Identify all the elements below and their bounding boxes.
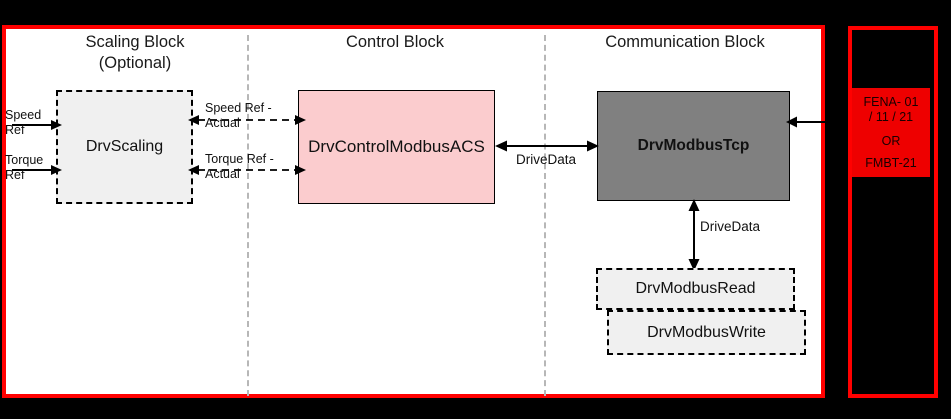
edge-label-torque-ref: Torque Ref bbox=[5, 153, 44, 182]
arrow-adapter-to-modbustcp bbox=[786, 115, 830, 129]
block-drvmodbustcp[interactable]: DrvModbusTcp bbox=[597, 91, 790, 201]
section-title-scaling-block: Scaling Block (Optional) bbox=[85, 33, 185, 72]
edge-label-speed-ref-actual: Speed Ref - Actual bbox=[205, 101, 272, 130]
block-drvmodbusread[interactable]: DrvModbusRead bbox=[596, 268, 795, 310]
arrow-torque-ref-input bbox=[12, 163, 64, 177]
arrow-speed-ref-input bbox=[12, 118, 64, 132]
section-divider-scaling-control bbox=[247, 35, 249, 396]
section-title-control-block: Control Block bbox=[345, 33, 445, 51]
section-divider-control-communication bbox=[544, 35, 546, 396]
block-drvscaling[interactable]: DrvScaling bbox=[56, 90, 193, 204]
section-title-communication-block: Communication Block bbox=[605, 33, 765, 51]
adapter-module-chip[interactable]: FENA- 01 / 11 / 21 OR FMBT-21 bbox=[852, 88, 930, 177]
arrow-drivedata-tcp-read bbox=[687, 199, 701, 271]
block-drvmodbuswrite[interactable]: DrvModbusWrite bbox=[607, 310, 806, 355]
adapter-line-1: FENA- 01 bbox=[863, 94, 919, 109]
arrow-speed-ref-actual bbox=[188, 113, 306, 127]
block-drvcontrolmodbusacs[interactable]: DrvControlModbusACS bbox=[298, 90, 495, 204]
edge-label-torque-ref-actual: Torque Ref - Actual bbox=[205, 152, 274, 181]
adapter-line-2: / 11 / 21 bbox=[868, 109, 914, 124]
adapter-line-3: FMBT-21 bbox=[865, 155, 917, 170]
edge-label-drivedata-horizontal: DriveData bbox=[515, 152, 577, 167]
adapter-or-label: OR bbox=[881, 133, 901, 148]
edge-label-speed-ref: Speed Ref bbox=[5, 108, 42, 137]
arrow-drivedata-control-comm bbox=[495, 139, 599, 153]
arrow-torque-ref-actual bbox=[188, 163, 306, 177]
adapter-panel bbox=[848, 26, 938, 398]
edge-label-drivedata-vertical: DriveData bbox=[700, 219, 761, 234]
